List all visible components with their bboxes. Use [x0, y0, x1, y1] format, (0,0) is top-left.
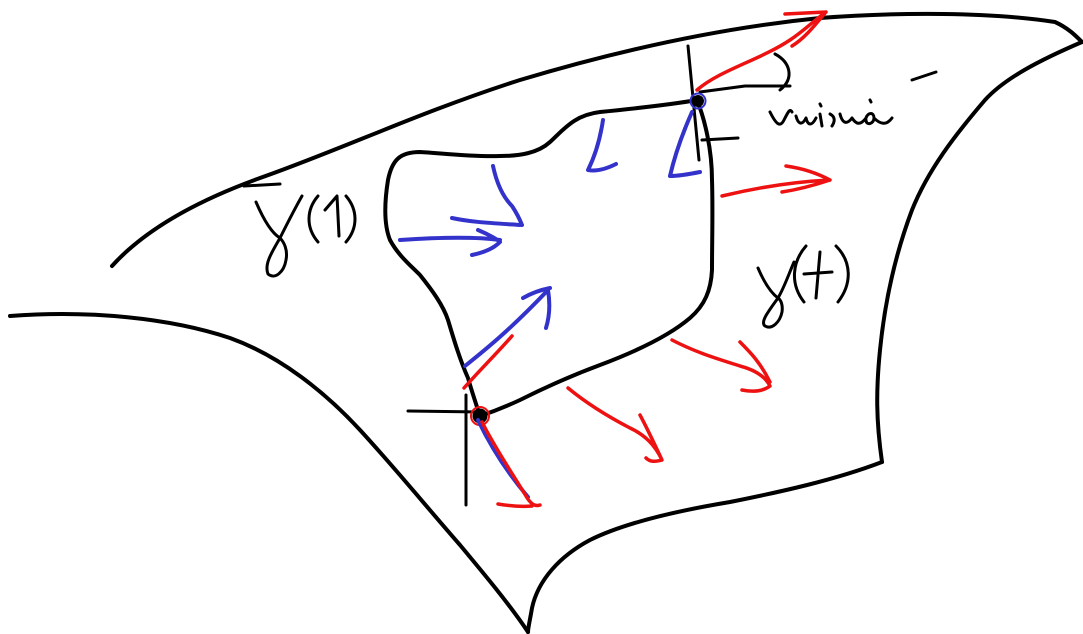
- blue-vector-field: [398, 110, 702, 499]
- gamma-open-paren: [792, 244, 808, 304]
- red-vector-3: [670, 338, 772, 393]
- endpoint-note-accent: [910, 70, 938, 82]
- gamma-bar-open-paren: [307, 194, 320, 244]
- red-vector-field: [462, 10, 832, 509]
- blue-vector-2: [450, 164, 524, 227]
- surface-left-edge: [8, 312, 530, 634]
- red-vector-1: [695, 10, 828, 92]
- gamma-close-paren: [834, 244, 850, 304]
- endpoint-top-dot-ring: [689, 92, 707, 110]
- red-vector-5: [462, 334, 514, 390]
- endpoint-top-tick: [700, 136, 740, 142]
- surface-right-edge: [875, 40, 1083, 464]
- surface-bottom-edge: [526, 460, 884, 634]
- endpoint-top-dot: [692, 95, 704, 107]
- surface-outline: [8, 11, 1083, 634]
- gamma-glyph: [756, 260, 796, 329]
- gamma-bar-curve: [383, 98, 699, 418]
- gamma-bar-argument: [323, 194, 341, 238]
- endpoint-bottom: [406, 393, 490, 507]
- gamma-bar-close-paren: [344, 194, 357, 244]
- label-gamma-bar: [242, 182, 357, 278]
- blue-vector-1: [398, 228, 502, 257]
- gamma-bar-overline: [242, 182, 282, 188]
- curve-gamma-bar: [383, 98, 699, 418]
- surface-top-edge: [110, 11, 1083, 268]
- label-gamma: [756, 244, 850, 329]
- gamma-curve: [478, 98, 715, 418]
- endpoint-bottom-horizontal-axis: [406, 409, 484, 414]
- endpoint-note-script: [768, 108, 894, 128]
- gamma-bar-glyph: [254, 194, 304, 278]
- blue-vector-3: [586, 118, 618, 173]
- red-vector-6: [480, 420, 542, 509]
- endpoint-top-horizontal-axis: [698, 84, 792, 94]
- curve-gamma: [478, 98, 715, 418]
- red-vector-2: [720, 164, 832, 198]
- endpoint-top: [686, 44, 792, 162]
- blue-vector-5: [463, 286, 552, 368]
- gamma-argument: [802, 250, 834, 300]
- red-vector-4: [566, 386, 664, 464]
- blue-vector-4: [668, 110, 702, 178]
- label-endpoint-note: [768, 70, 938, 128]
- endpoint-note-dots: [818, 98, 873, 108]
- endpoint-top-squiggle: [773, 52, 791, 92]
